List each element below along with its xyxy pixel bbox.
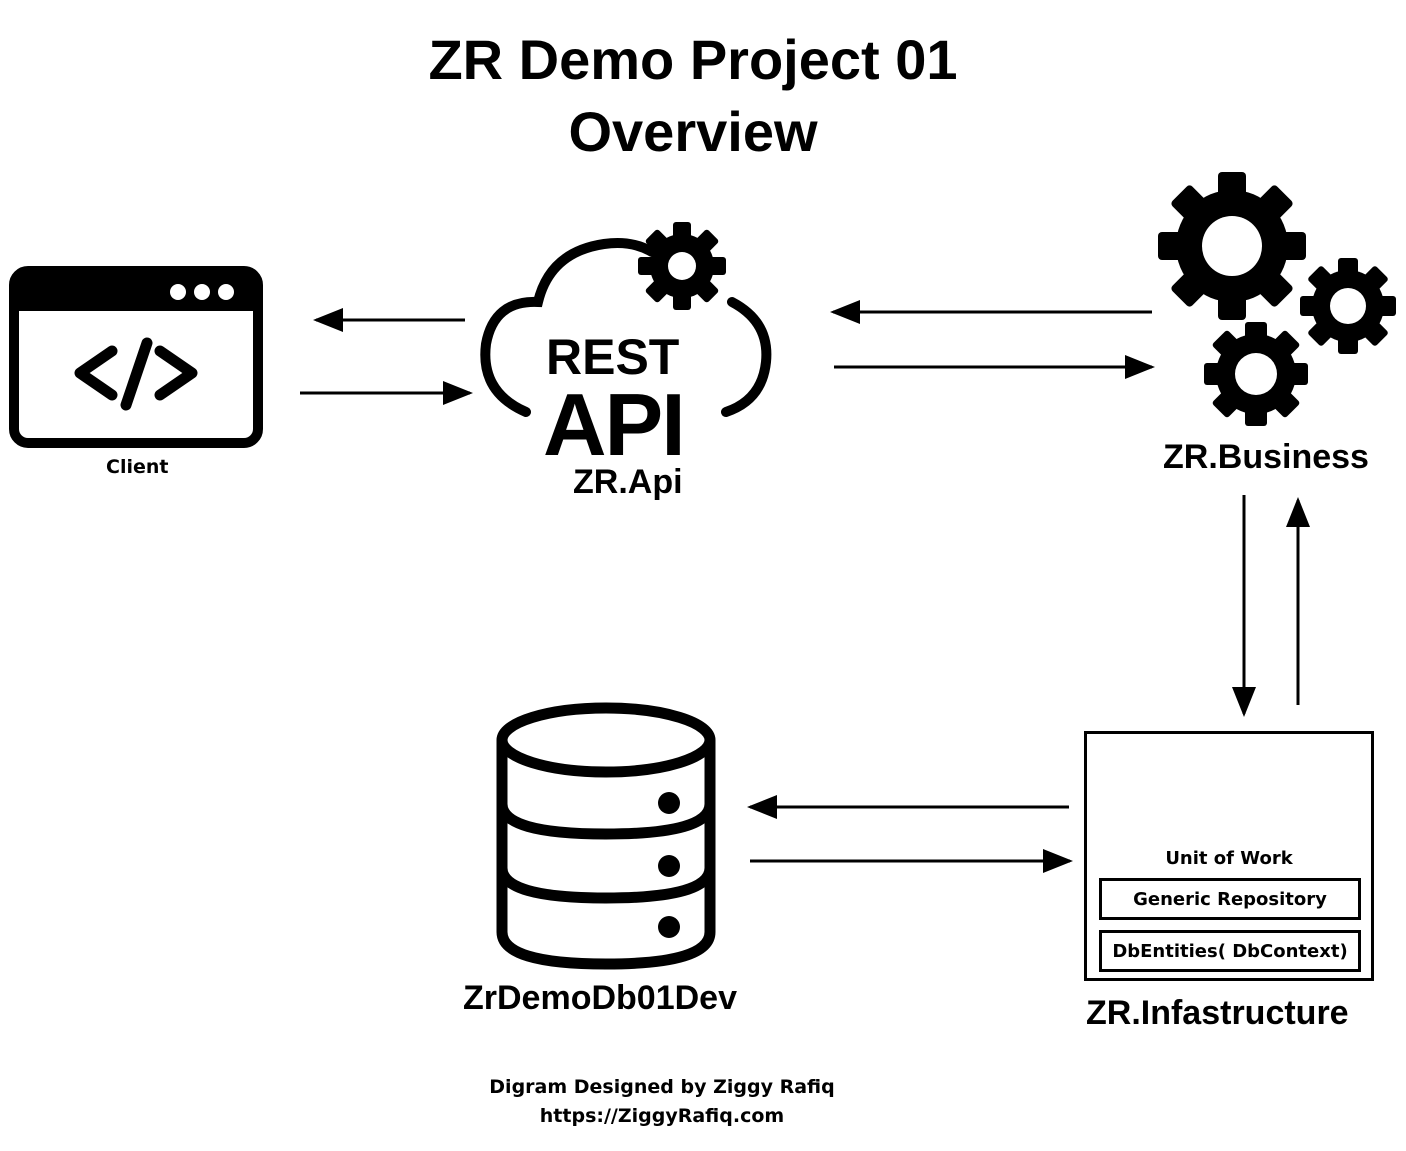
- dbcontext-box: DbEntities( DbContext): [1099, 930, 1361, 972]
- client-label: Client: [106, 456, 169, 478]
- diagram-title-line2: Overview: [568, 100, 818, 163]
- generic-repository-box: Generic Repository: [1099, 878, 1361, 920]
- footer-credit: Digram Designed by Ziggy Rafiq: [489, 1076, 835, 1098]
- unit-of-work-label: Unit of Work: [1165, 848, 1293, 869]
- gears-icon: [1158, 172, 1396, 426]
- cloud-gear-icon: [480, 222, 772, 417]
- infrastructure-label: ZR.Infastructure: [1086, 994, 1349, 1032]
- database-icon: [496, 702, 716, 970]
- rest-text: REST: [546, 329, 680, 385]
- database-label: ZrDemoDb01Dev: [463, 979, 737, 1017]
- api-text: API: [543, 375, 686, 474]
- code-window-icon: [9, 266, 263, 448]
- infrastructure-box: Unit of Work Generic Repository DbEntiti…: [1084, 731, 1374, 981]
- business-label: ZR.Business: [1163, 438, 1369, 476]
- footer-url: https://ZiggyRafiq.com: [539, 1105, 785, 1127]
- diagram-title-line1: ZR Demo Project 01: [428, 28, 958, 91]
- api-label: ZR.Api: [573, 463, 683, 501]
